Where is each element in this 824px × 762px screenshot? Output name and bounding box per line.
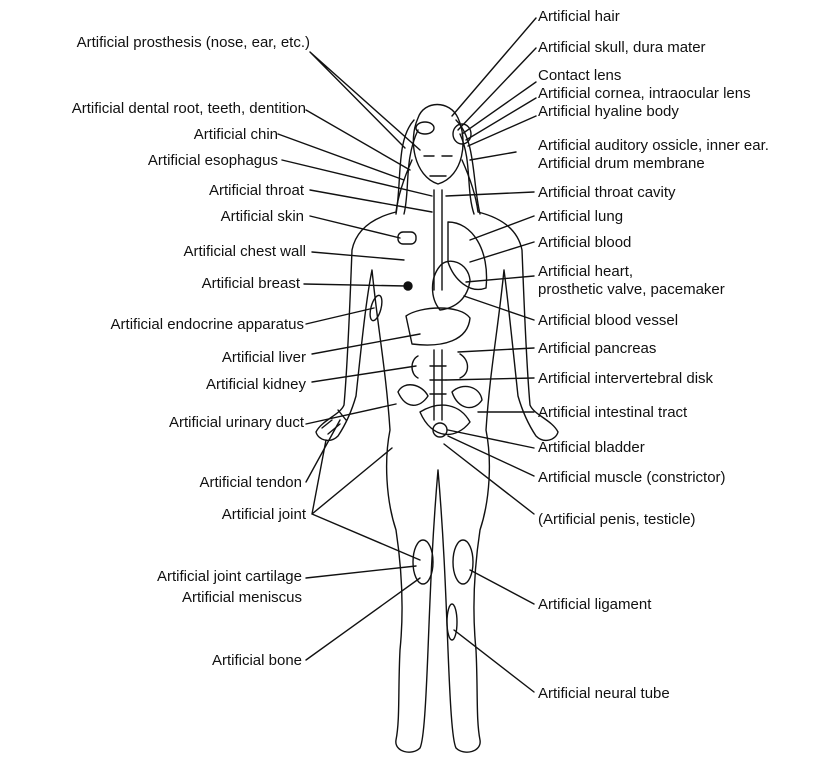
label-artificial-prosthesis: Artificial prosthesis (nose, ear, etc.) bbox=[77, 34, 310, 51]
label-artificial-chin: Artificial chin bbox=[194, 126, 278, 143]
label-artificial-dental-root: Artificial dental root, teeth, dentition bbox=[72, 100, 306, 117]
label-artificial-throat-cavity: Artificial throat cavity bbox=[538, 184, 676, 201]
label-artificial-skin: Artificial skin bbox=[221, 208, 304, 225]
label-artificial-chest-wall: Artificial chest wall bbox=[183, 243, 306, 260]
lung bbox=[448, 222, 487, 289]
label-artificial-heart: Artificial heart, bbox=[538, 263, 633, 280]
label-artificial-neural-tube: Artificial neural tube bbox=[538, 685, 670, 702]
label-artificial-breast: Artificial breast bbox=[202, 275, 300, 292]
label-artificial-penis-testicle: (Artificial penis, testicle) bbox=[538, 511, 696, 528]
label-artificial-intestinal-tract: Artificial intestinal tract bbox=[538, 404, 687, 421]
label-artificial-tendon: Artificial tendon bbox=[199, 474, 302, 491]
label-artificial-intervertebral-disk: Artificial intervertebral disk bbox=[538, 370, 713, 387]
label-artificial-muscle: Artificial muscle (constrictor) bbox=[538, 469, 726, 486]
label-artificial-joint: Artificial joint bbox=[222, 506, 306, 523]
liver bbox=[406, 308, 470, 345]
label-artificial-bladder: Artificial bladder bbox=[538, 439, 645, 456]
label-artificial-cornea: Artificial cornea, intraocular lens bbox=[538, 85, 751, 102]
head-outline bbox=[413, 105, 463, 185]
label-artificial-lung: Artificial lung bbox=[538, 208, 623, 225]
body-outline bbox=[316, 160, 558, 752]
pelvis-intestines bbox=[398, 385, 482, 435]
label-artificial-auditory-ossicle: Artificial auditory ossicle, inner ear. bbox=[538, 137, 769, 154]
label-artificial-pancreas: Artificial pancreas bbox=[538, 340, 656, 357]
label-prosthetic-valve-pacemaker: prosthetic valve, pacemaker bbox=[538, 281, 725, 298]
label-artificial-blood: Artificial blood bbox=[538, 234, 631, 251]
label-artificial-endocrine-apparatus: Artificial endocrine apparatus bbox=[111, 316, 304, 333]
label-artificial-skull: Artificial skull, dura mater bbox=[538, 39, 706, 56]
label-artificial-hyaline-body: Artificial hyaline body bbox=[538, 103, 679, 120]
label-artificial-meniscus: Artificial meniscus bbox=[182, 589, 302, 606]
label-artificial-urinary-duct: Artificial urinary duct bbox=[169, 414, 304, 431]
label-contact-lens: Contact lens bbox=[538, 67, 621, 84]
label-artificial-drum-membrane: Artificial drum membrane bbox=[538, 155, 705, 172]
label-artificial-kidney: Artificial kidney bbox=[206, 376, 306, 393]
label-artificial-joint-cartilage: Artificial joint cartilage bbox=[157, 568, 302, 585]
label-artificial-esophagus: Artificial esophagus bbox=[148, 152, 278, 169]
hair-strands bbox=[396, 120, 480, 214]
label-artificial-bone: Artificial bone bbox=[212, 652, 302, 669]
label-artificial-hair: Artificial hair bbox=[538, 8, 620, 25]
label-artificial-blood-vessel: Artificial blood vessel bbox=[538, 312, 678, 329]
label-artificial-throat: Artificial throat bbox=[209, 182, 304, 199]
label-artificial-ligament: Artificial ligament bbox=[538, 596, 651, 613]
label-artificial-liver: Artificial liver bbox=[222, 349, 306, 366]
